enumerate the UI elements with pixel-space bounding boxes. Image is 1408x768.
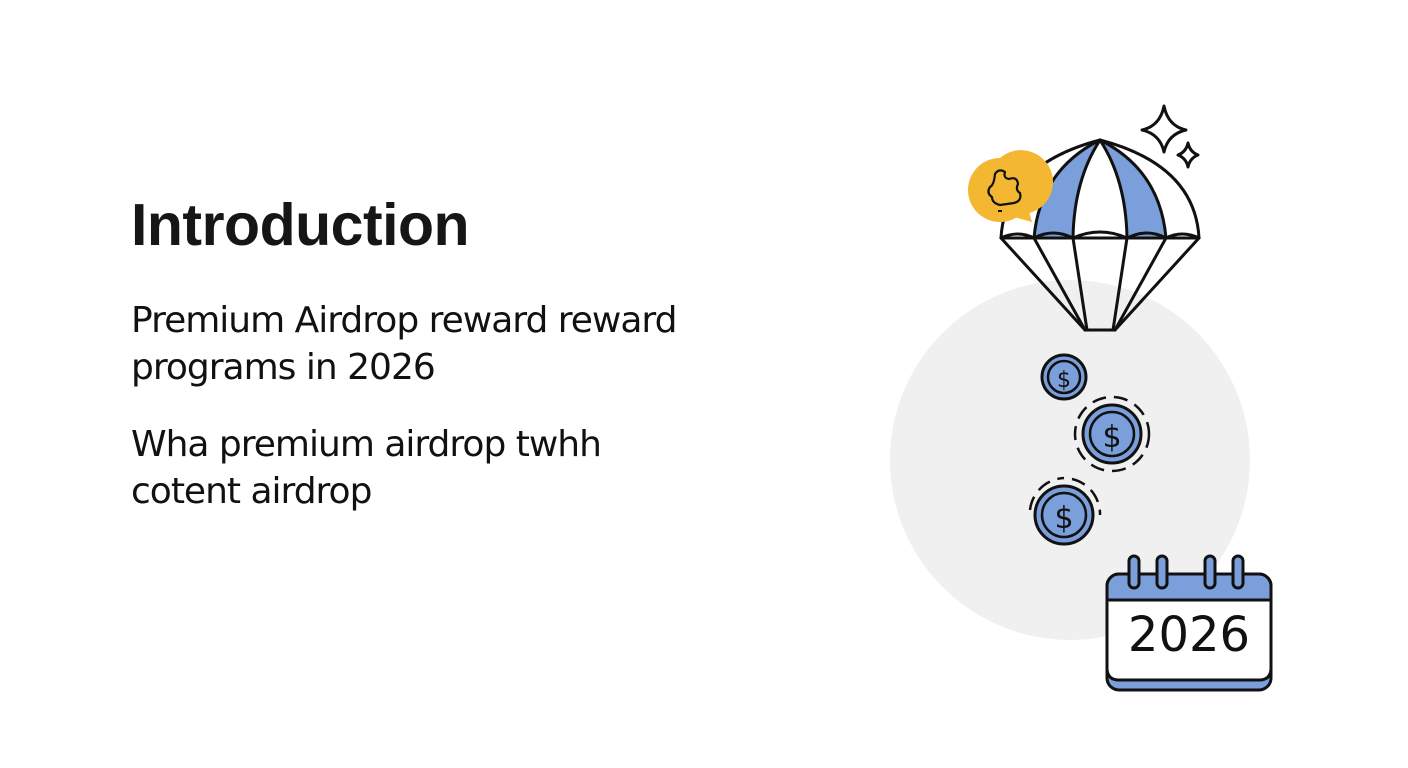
dollar-coin-icon: $ bbox=[1073, 395, 1151, 473]
paragraph-1: Premium Airdrop reward reward programs i… bbox=[131, 300, 677, 388]
parachute-icon bbox=[999, 138, 1201, 332]
slide-title: Introduction bbox=[131, 192, 470, 258]
text-column: Introduction Premium Airdrop reward rewa… bbox=[131, 190, 751, 515]
background-circle bbox=[890, 280, 1250, 640]
svg-text:$: $ bbox=[1102, 420, 1121, 455]
calendar-year: 2026 bbox=[1127, 607, 1251, 663]
dollar-coin-icon: $ bbox=[1040, 353, 1088, 401]
speech-bubble-icon bbox=[968, 150, 1054, 222]
svg-text:$: $ bbox=[1057, 368, 1071, 393]
paragraph-2: Wha premium airdrop twhh cotent airdrop bbox=[131, 424, 602, 512]
calendar-icon bbox=[1105, 554, 1273, 692]
dollar-coin-icon: $ bbox=[1028, 476, 1102, 546]
svg-text:$: $ bbox=[1054, 501, 1073, 536]
sparkle-icon bbox=[1140, 104, 1200, 169]
